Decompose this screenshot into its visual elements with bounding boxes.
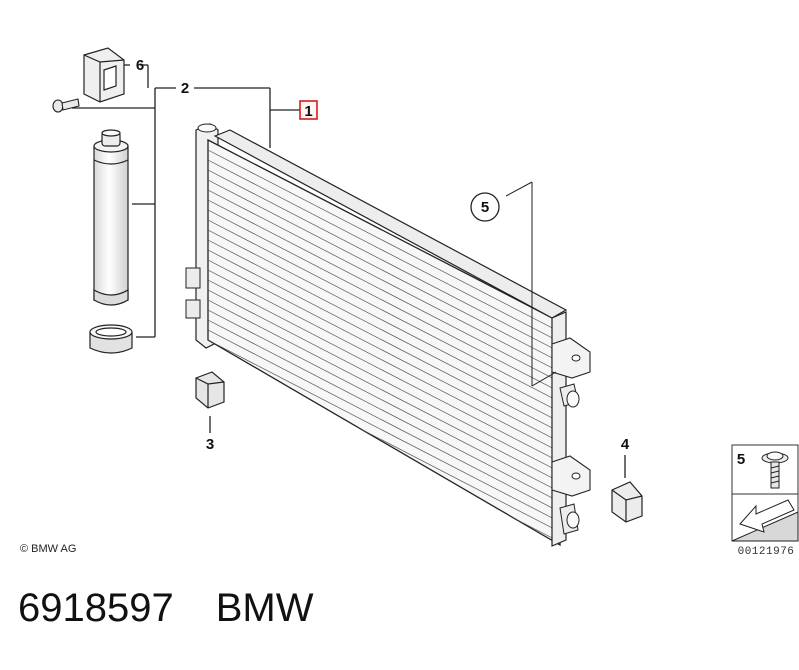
arrow-icon [731, 499, 799, 542]
svg-text:5: 5 [481, 199, 489, 216]
pad-4 [611, 481, 643, 523]
sealing-ring [89, 324, 133, 354]
leader-lines [72, 64, 626, 478]
callout-4[interactable]: 4 [621, 436, 630, 453]
brand-name: BMW [215, 586, 314, 630]
part-number: 6918597 [18, 586, 174, 630]
clip-part [83, 47, 125, 103]
svg-text:1: 1 [304, 103, 312, 120]
legend-box: 5 00121976 [731, 444, 799, 558]
callout-1[interactable]: 1 [299, 100, 318, 120]
condenser [185, 123, 591, 547]
callout-6[interactable]: 6 [136, 57, 144, 74]
legend-item-number: 5 [737, 451, 745, 468]
legend-ref-code: 00121976 [738, 546, 795, 558]
copyright-text: © BMW AG [20, 543, 76, 555]
screw-icon [761, 451, 789, 489]
leader-5 [505, 181, 557, 387]
drier-cartridge [93, 129, 129, 306]
callout-2[interactable]: 2 [181, 80, 189, 97]
footer: 6918597 BMW [18, 586, 314, 631]
callout-5[interactable]: 5 [470, 192, 500, 222]
callout-3[interactable]: 3 [206, 436, 214, 453]
rubber-mount-3 [195, 371, 225, 409]
small-bolt [52, 98, 80, 113]
